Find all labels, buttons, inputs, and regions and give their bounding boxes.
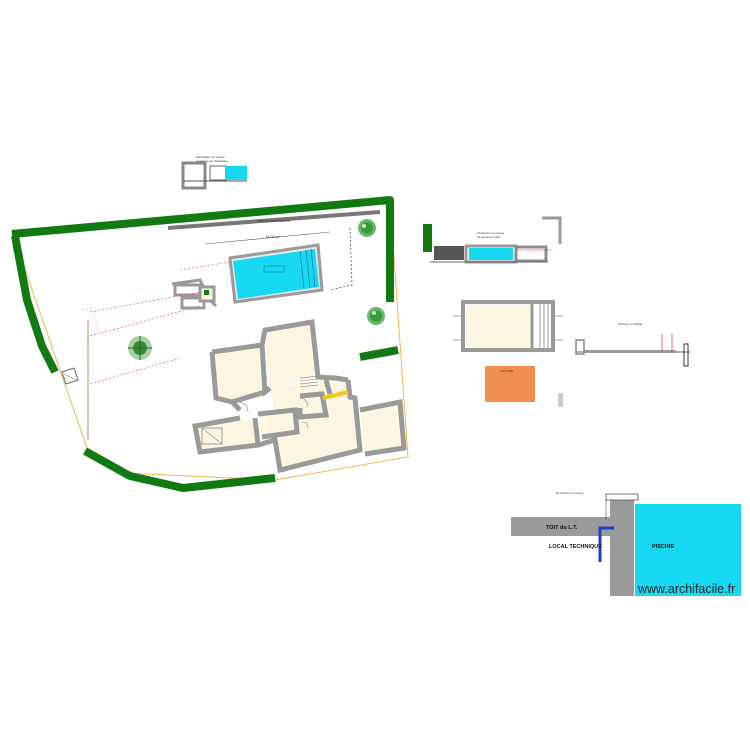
small-top-label-2: ouverture de l'habitation xyxy=(196,159,228,163)
hedge-top xyxy=(11,196,394,302)
garage-mark xyxy=(201,427,223,445)
house xyxy=(192,319,407,474)
watermark: www.archifacile.fr xyxy=(638,582,736,596)
retaining-wall: Mur de soutènement xyxy=(167,210,381,230)
bottom-note: Emplacement trappe xyxy=(556,491,584,495)
pool-plan-view xyxy=(453,300,563,352)
top-detail-sketch: Vérification du niveau ouverture de l'ha… xyxy=(181,155,247,190)
boundary-top-label: Mur de soutènement xyxy=(258,219,290,223)
section-view: Ouverture au niveau de la piscine côté xyxy=(423,216,562,264)
lt-roof-slab xyxy=(511,517,611,536)
pipe xyxy=(598,526,614,562)
door-highlight xyxy=(322,390,349,400)
local-technique-label: LOCAL TECHNIQUE xyxy=(549,544,602,550)
hedge-left xyxy=(11,235,59,374)
toit-lt-label: TOIT du L.T. xyxy=(546,525,578,531)
section-label-1: Ouverture au niveau xyxy=(477,231,505,235)
tree-olive xyxy=(128,336,152,360)
hedge-right xyxy=(359,346,399,361)
garden-dashed-lines xyxy=(81,291,201,440)
small-grey-block xyxy=(558,393,563,407)
hedge-bottom xyxy=(83,447,276,492)
roof-label: TOITURE xyxy=(500,369,513,373)
pool-area: 14,00 m xyxy=(179,227,353,304)
technical-room-section: TOIT du L.T. LOCAL TECHNIQUE PISCINE Emp… xyxy=(511,491,741,596)
garden-shed xyxy=(61,367,79,385)
roof: TOITURE xyxy=(485,366,535,402)
stairs xyxy=(299,375,319,388)
section-label-2: de la piscine côté xyxy=(477,235,501,239)
piscine-bassin xyxy=(635,504,741,596)
elevation-view: Fenêtre en vitrage xyxy=(575,322,690,367)
small-top-label-1: Vérification du niveau xyxy=(196,155,225,159)
tree-right xyxy=(367,307,385,325)
tree-top-right xyxy=(358,219,376,237)
pool-house xyxy=(171,278,218,310)
piscine-label: PISCINE xyxy=(652,544,674,550)
elevation-note: Fenêtre en vitrage xyxy=(618,322,643,326)
main-pool xyxy=(233,249,319,299)
lt-wall xyxy=(610,500,634,596)
pool-dimension-label: 14,00 m xyxy=(265,234,280,239)
hedges xyxy=(11,196,399,492)
